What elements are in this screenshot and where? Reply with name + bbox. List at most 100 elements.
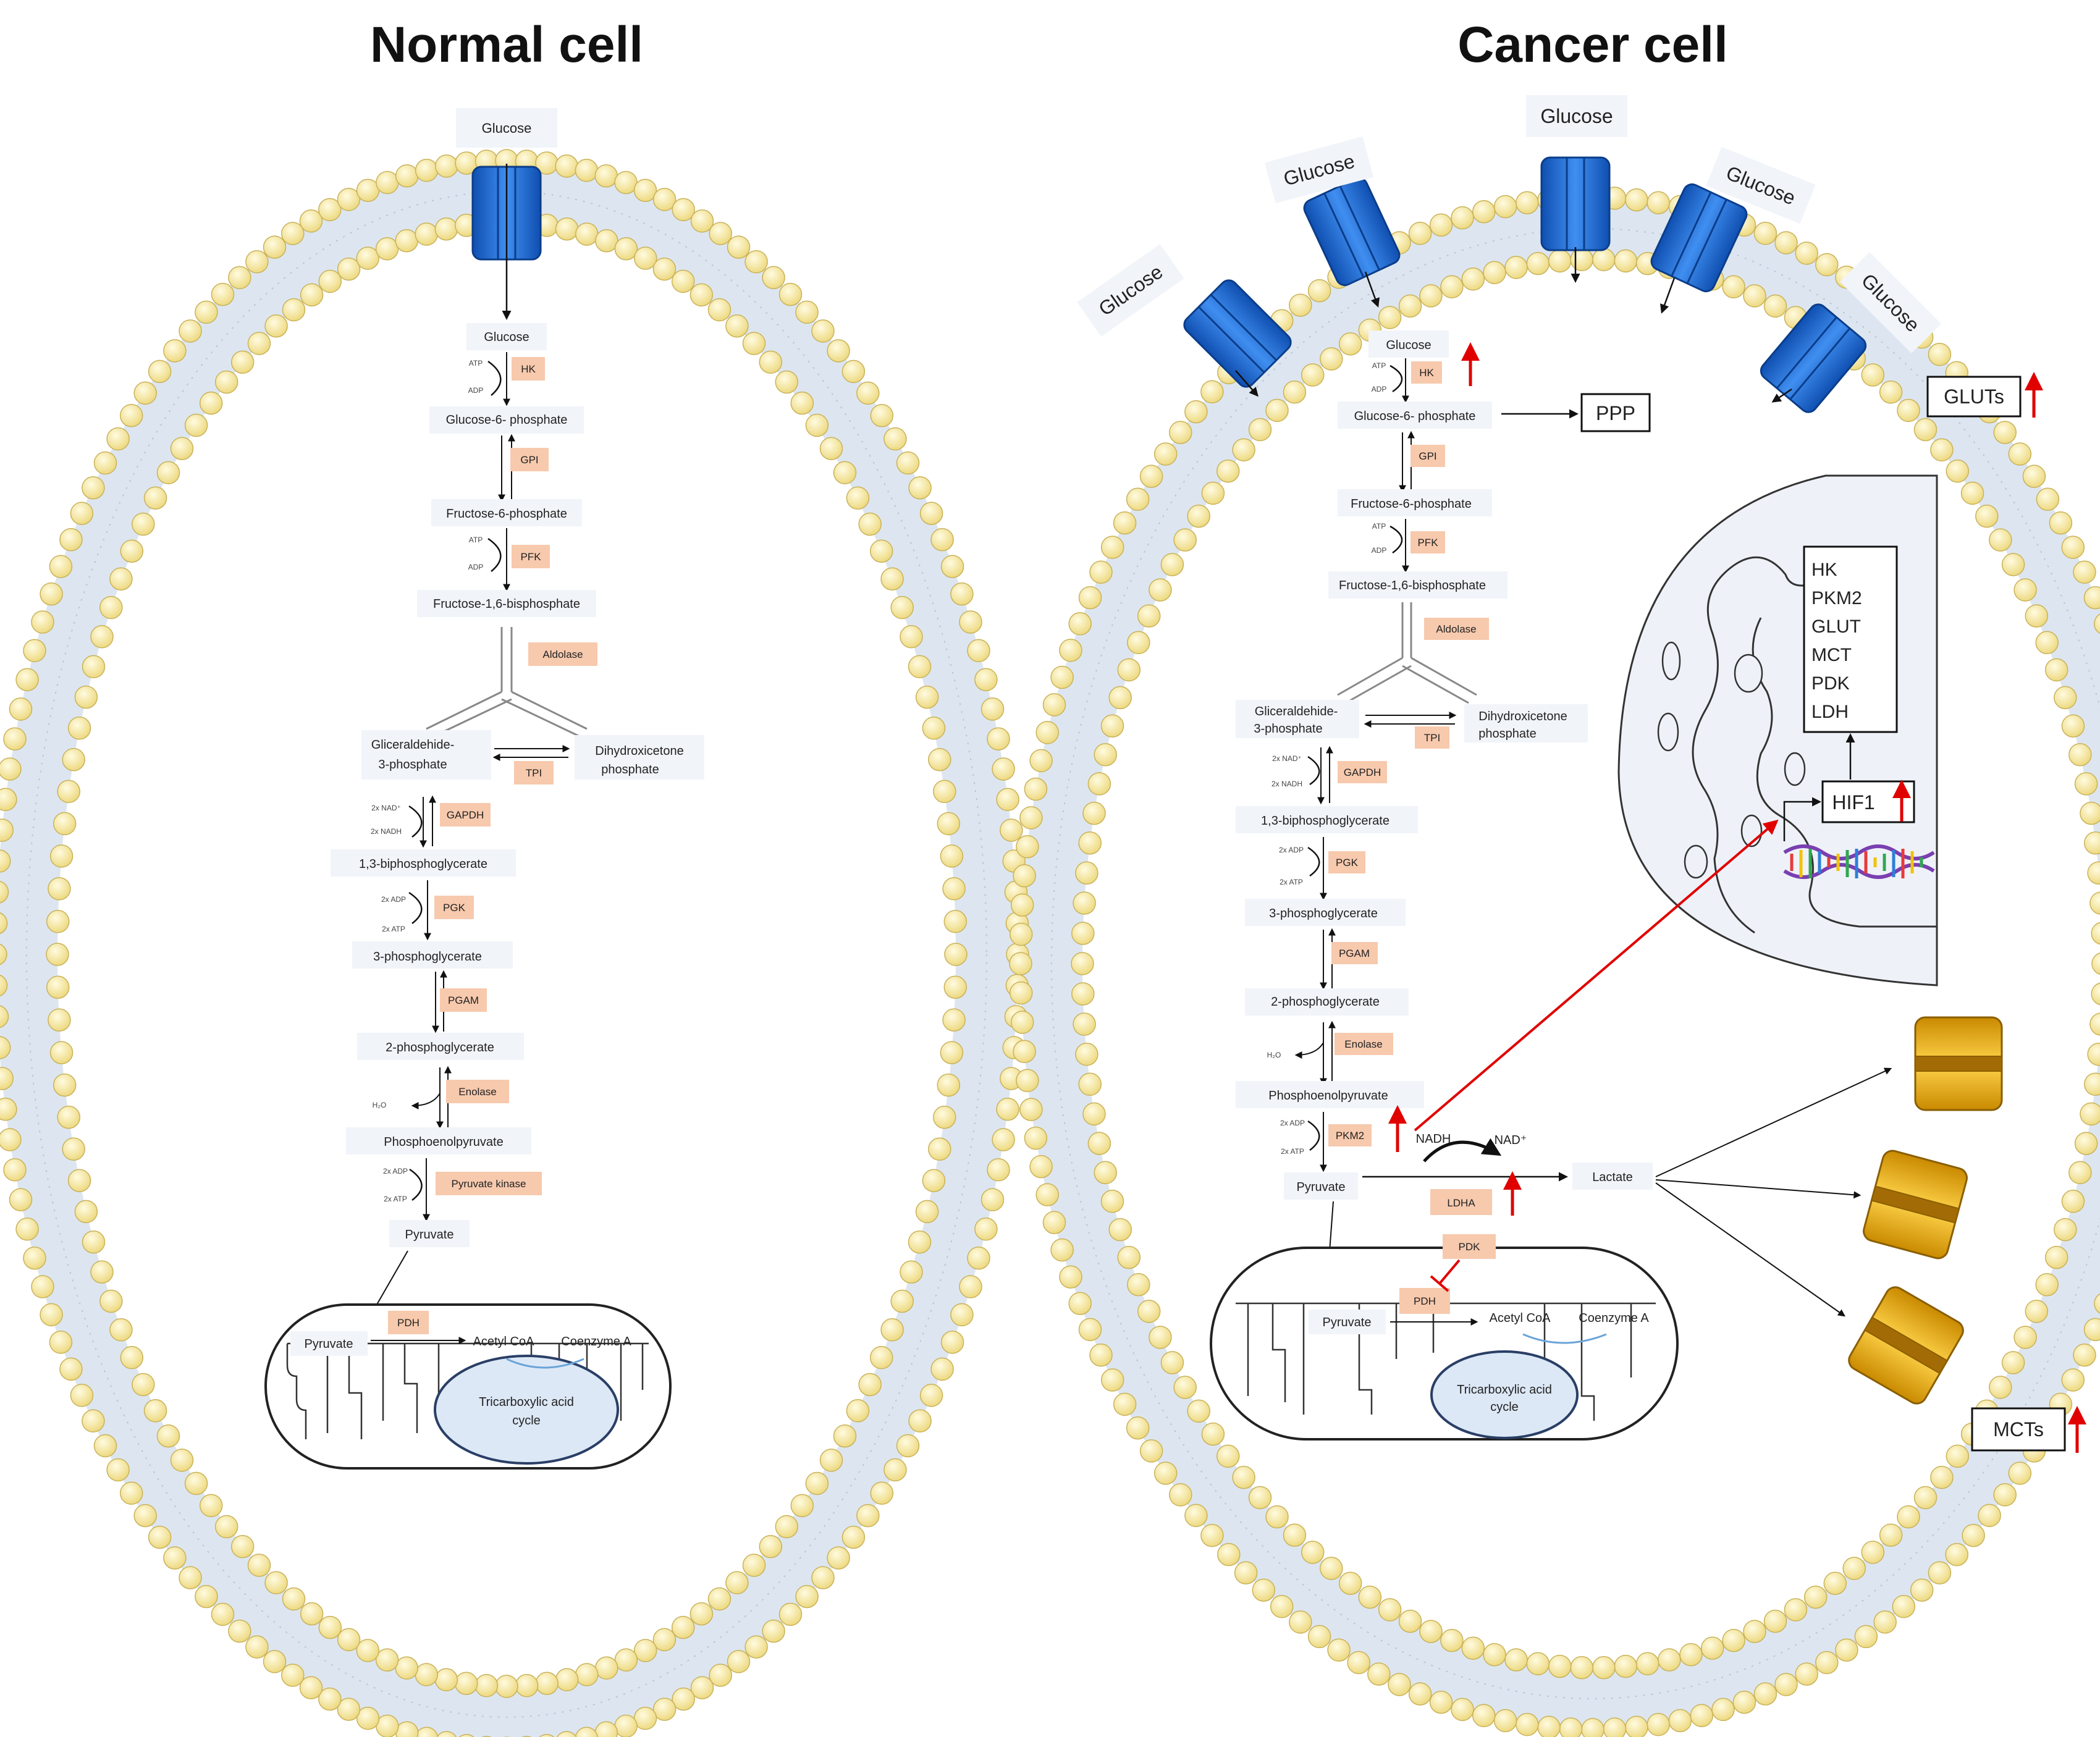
lipid-head [1795, 242, 1818, 265]
lipid-head [1071, 982, 1095, 1006]
lipid-head [2061, 714, 2085, 738]
lipid-head [1945, 1542, 1968, 1567]
lipid-head [1201, 1422, 1225, 1446]
lipid-head [59, 528, 83, 552]
lipid-head [515, 1674, 539, 1697]
metabolite-dihydroxyacetone-phosphate-line1: Dihydroxicetone [1478, 710, 1567, 723]
lipid-head [725, 314, 749, 338]
lipid-head [1548, 249, 1572, 273]
lipid-head [0, 1067, 14, 1090]
lipid-head [1461, 267, 1485, 291]
lipid-head [1127, 631, 1150, 655]
lipid-head [2014, 578, 2037, 602]
cofactor-curve [1389, 525, 1403, 554]
lipid-head [1019, 1098, 1043, 1121]
lipid-head [805, 1471, 829, 1495]
lipid-head [689, 283, 714, 307]
lipid-head [1378, 306, 1402, 329]
lipid-head [841, 360, 866, 384]
lipid-head [880, 1318, 904, 1342]
lipid-head [833, 461, 857, 485]
lipid-head [356, 179, 380, 202]
lipid-head [1910, 1578, 1934, 1602]
gluts-label: GLUTs [1944, 385, 2004, 408]
lipid-head [1429, 1690, 1453, 1714]
lipid-head [1461, 1636, 1485, 1660]
lipid-head [214, 1515, 238, 1539]
lipid-head [2089, 891, 2100, 915]
ppp-box [1580, 393, 1651, 432]
lipid-head [2073, 1343, 2096, 1367]
hif-target-genes-box [1803, 545, 1898, 733]
lipid-head [725, 1571, 749, 1595]
lipid-head [778, 282, 803, 306]
lipid-head [942, 1008, 966, 1032]
lipid-head [1861, 363, 1885, 387]
lipid-head [858, 512, 882, 536]
lipid-head [48, 877, 71, 901]
enzyme-pgk: PGK [443, 902, 466, 914]
lipid-head [1419, 1620, 1443, 1643]
lipid-head [143, 486, 167, 510]
lipid-head [652, 1628, 677, 1652]
lipid-head [833, 1424, 857, 1448]
lipid-head [595, 229, 618, 253]
lipid-head [9, 697, 33, 721]
lipid-head [1516, 191, 1539, 214]
lipid-head [57, 780, 80, 804]
lipid-head [1440, 275, 1464, 299]
cofactor-atp: ATP [1372, 522, 1386, 531]
enzyme-aldolase: Aldolase [1436, 623, 1476, 635]
lipid-head [841, 1525, 866, 1549]
lipid-head [148, 360, 172, 384]
lipid-head [1668, 1709, 1692, 1733]
lipid-head [211, 1602, 235, 1626]
lipid-head [759, 350, 783, 374]
lipid-head [376, 1714, 399, 1737]
lipid-head [2083, 586, 2100, 610]
lipid-head [1016, 1069, 1039, 1093]
lipid-head [1537, 1715, 1561, 1737]
lipid-head [846, 486, 870, 510]
lipid-head [775, 1515, 799, 1539]
lipid-head [1946, 459, 1970, 483]
lipid-head [940, 1331, 964, 1354]
lipid-head [0, 818, 14, 842]
glucose-transporter [1650, 183, 1748, 293]
mcts-box [1971, 1407, 2066, 1452]
lipid-head [1784, 1598, 1808, 1621]
lipid-head [1570, 248, 1593, 272]
lipid-head [59, 1357, 83, 1381]
lipid-head [299, 1676, 323, 1699]
cofactor-curve [1307, 1120, 1320, 1151]
enzyme-pgam: PGAM [1339, 948, 1370, 959]
lipid-head [671, 1615, 695, 1639]
lipid-head [23, 1246, 46, 1270]
lipid-head [1711, 1697, 1735, 1722]
lipid-head [1082, 1102, 1106, 1126]
lipid-head [943, 975, 968, 999]
lipid-head [1265, 398, 1289, 423]
lipid-head [1234, 1561, 1258, 1584]
lipid-head [109, 567, 133, 591]
enzyme-hk: HK [521, 363, 536, 375]
metabolite-box [290, 1331, 368, 1356]
enzyme-pdh: PDH [1414, 1295, 1436, 1307]
lipid-head [900, 1260, 923, 1284]
lipid-head [1160, 1351, 1184, 1374]
metabolite-2-phosphoglycerate: 2-phosphoglycerate [386, 1041, 494, 1054]
tca-cycle-label-line2: cycle [512, 1414, 541, 1428]
enzyme-box [1338, 761, 1387, 783]
metabolite-box [389, 1220, 470, 1247]
metabolite-box [1328, 571, 1508, 599]
tca-cycle-label-line1: Tricarboxylic acid [1457, 1383, 1552, 1397]
lipid-head [2054, 686, 2077, 710]
lipid-head [1483, 261, 1506, 285]
lipid-head [555, 1668, 579, 1692]
lipid-head [67, 1169, 91, 1192]
mct-transporter [1848, 1286, 1964, 1405]
lipid-head [1774, 231, 1798, 254]
lipid-head [1149, 1326, 1172, 1349]
lipid-head [614, 237, 638, 261]
